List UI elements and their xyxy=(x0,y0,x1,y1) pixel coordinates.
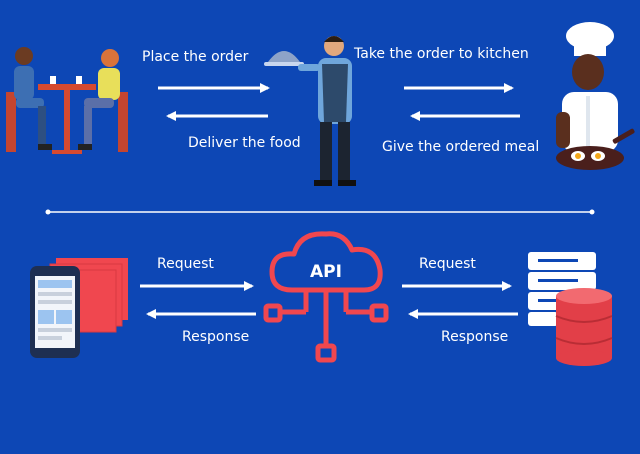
response-right-label: Response xyxy=(441,329,509,345)
diners-at-table-icon xyxy=(6,47,128,154)
api-label: API xyxy=(310,262,342,282)
deliver-food-label: Deliver the food xyxy=(188,135,301,151)
request-right-label: Request xyxy=(419,256,476,272)
response-left-label: Response xyxy=(182,329,250,345)
api-cloud-icon xyxy=(263,231,389,363)
give-meal-label: Give the ordered meal xyxy=(382,139,540,155)
request-left-label: Request xyxy=(157,256,214,272)
chef-icon xyxy=(556,22,635,170)
waiter-with-tray-icon xyxy=(264,36,356,186)
mobile-client-icon xyxy=(30,258,128,358)
place-order-label: Place the order xyxy=(142,49,249,65)
take-order-label: Take the order to kitchen xyxy=(354,46,529,62)
database-server-icon xyxy=(528,252,613,366)
